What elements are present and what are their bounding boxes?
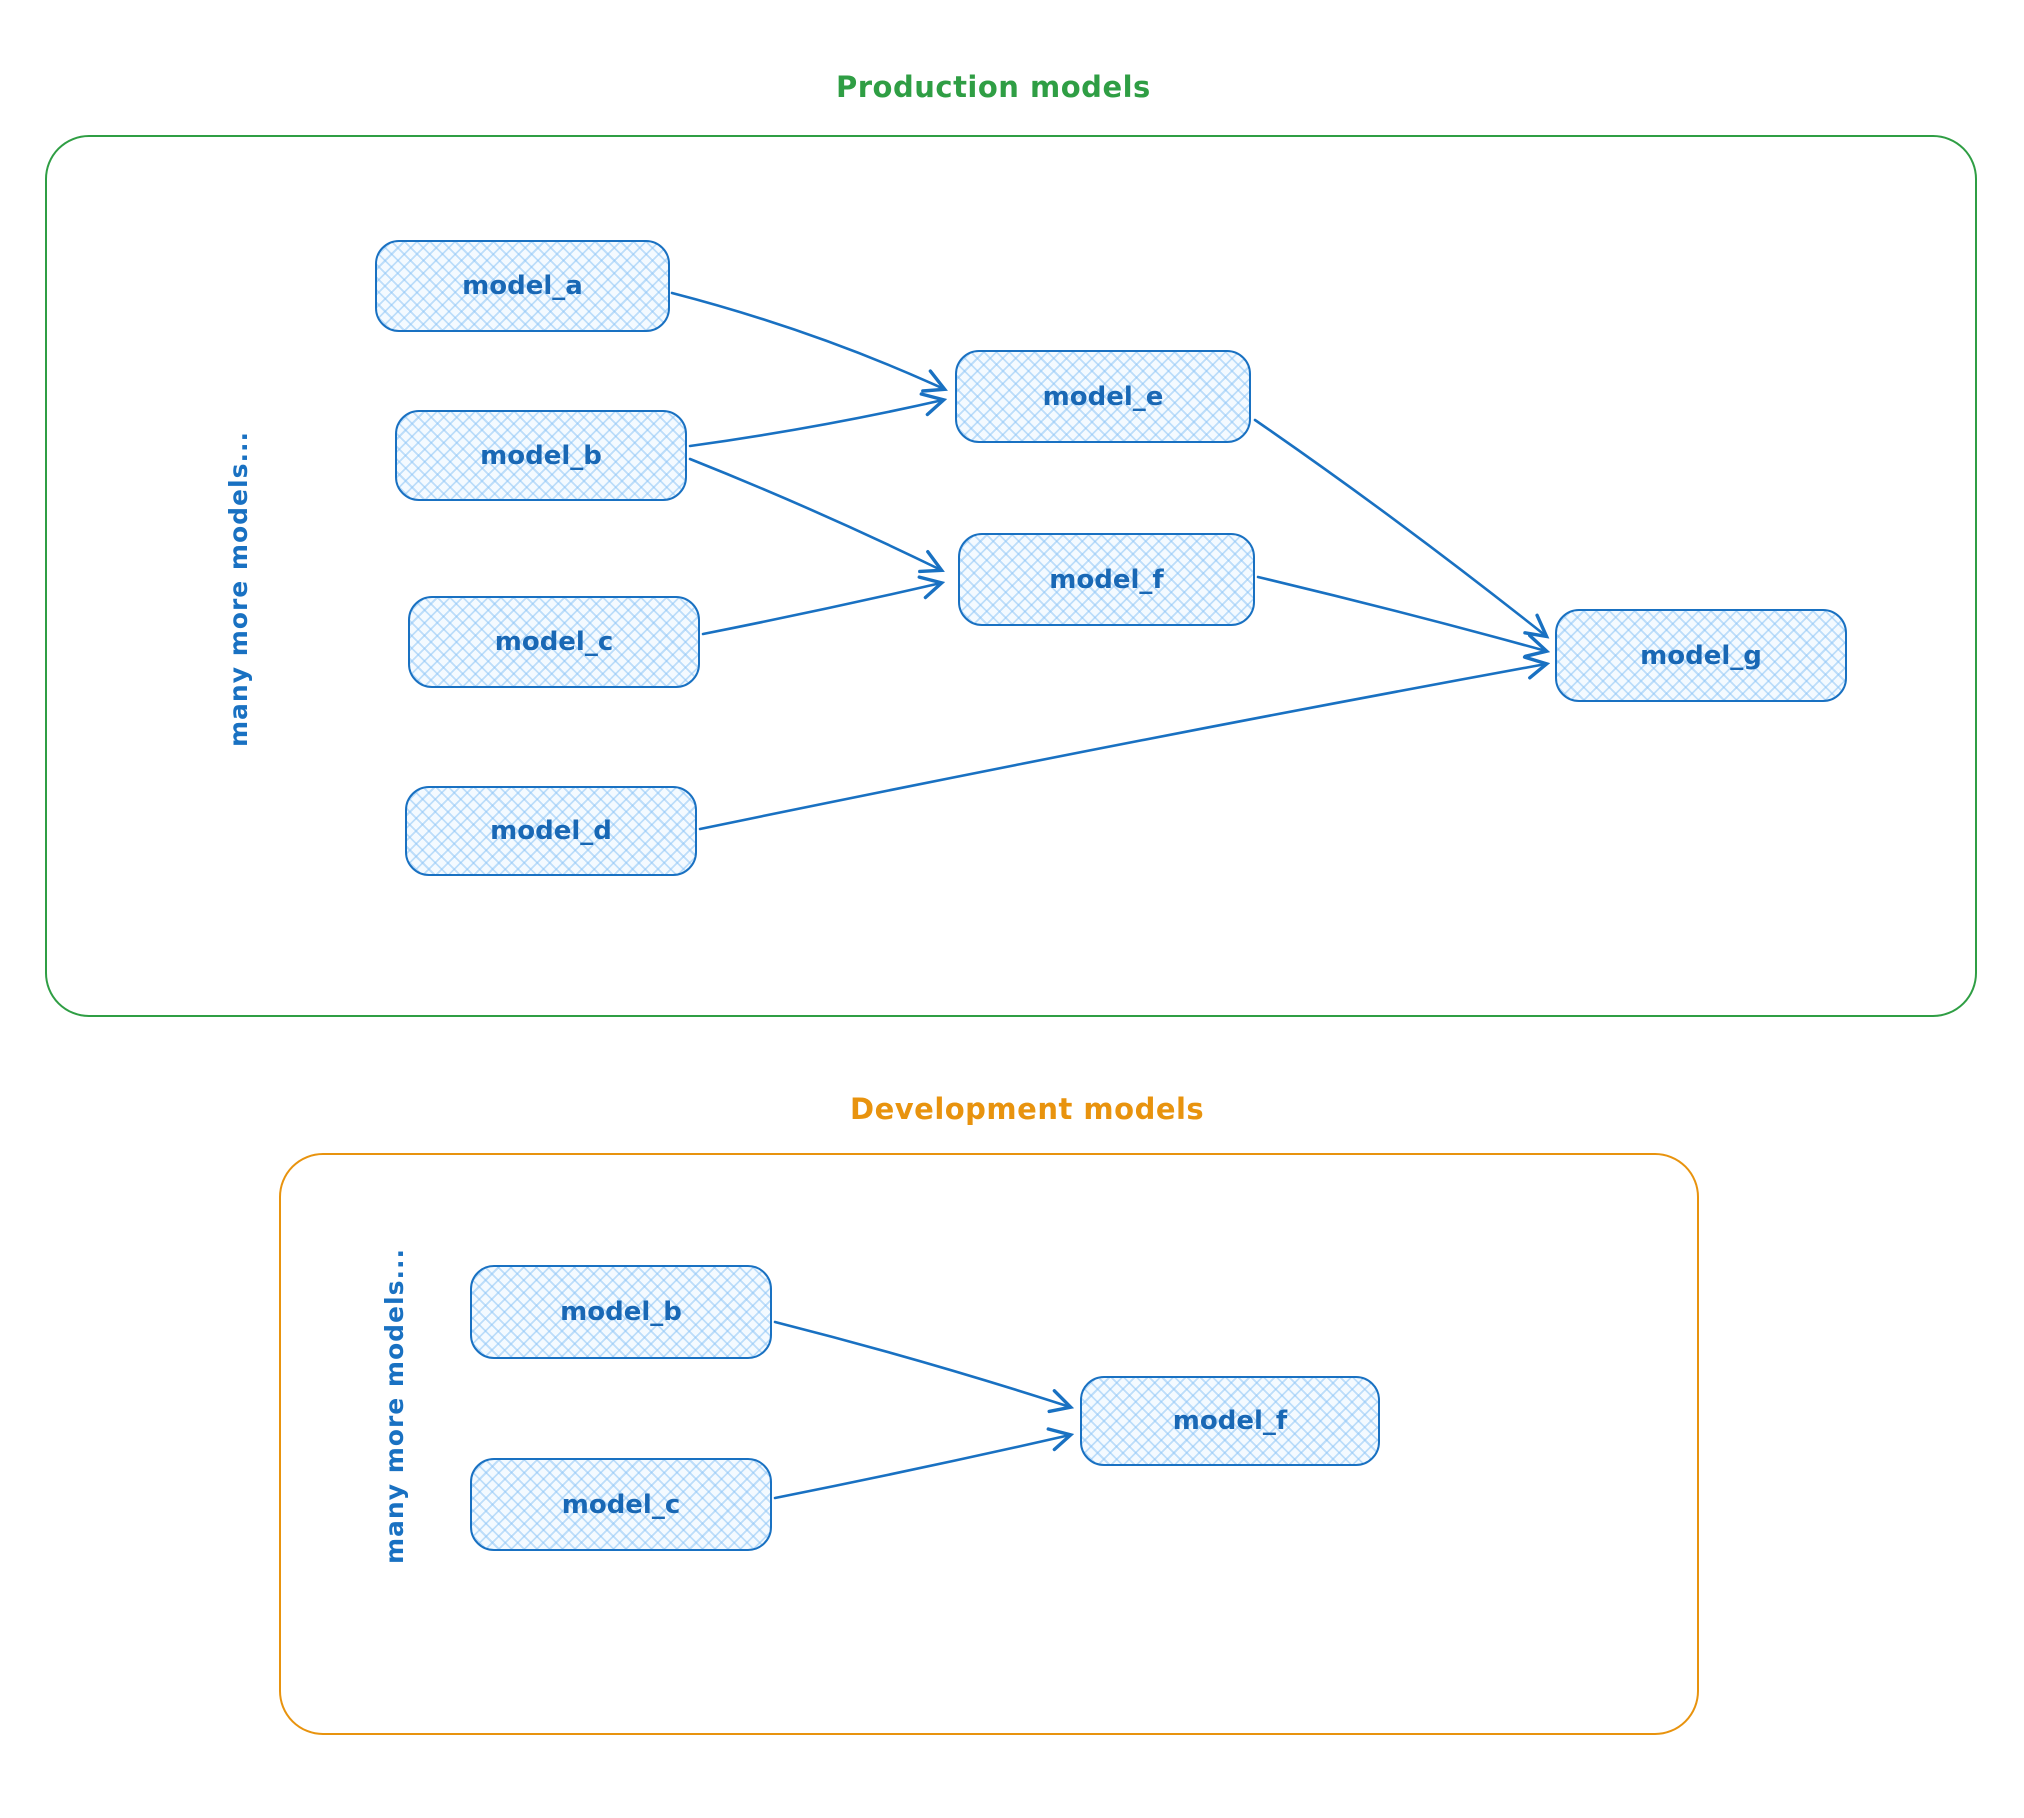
production-side-label: many more models... bbox=[224, 431, 253, 747]
node-production-model_d: model_d bbox=[405, 786, 697, 876]
production-section-title: Production models bbox=[836, 70, 1151, 104]
node-development-model_b: model_b bbox=[470, 1265, 772, 1359]
node-production-model_e: model_e bbox=[955, 350, 1251, 443]
node-production-model_c: model_c bbox=[408, 596, 700, 688]
node-development-model_f: model_f bbox=[1080, 1376, 1380, 1466]
development-section-title: Development models bbox=[850, 1092, 1205, 1126]
development-section-border bbox=[279, 1153, 1699, 1735]
production-section-border bbox=[45, 135, 1977, 1017]
node-production-model_g: model_g bbox=[1555, 609, 1847, 702]
node-production-model_a: model_a bbox=[375, 240, 670, 332]
node-production-model_b: model_b bbox=[395, 410, 687, 501]
development-side-label: many more models... bbox=[380, 1248, 409, 1564]
node-development-model_c: model_c bbox=[470, 1458, 772, 1551]
node-production-model_f: model_f bbox=[958, 533, 1255, 626]
